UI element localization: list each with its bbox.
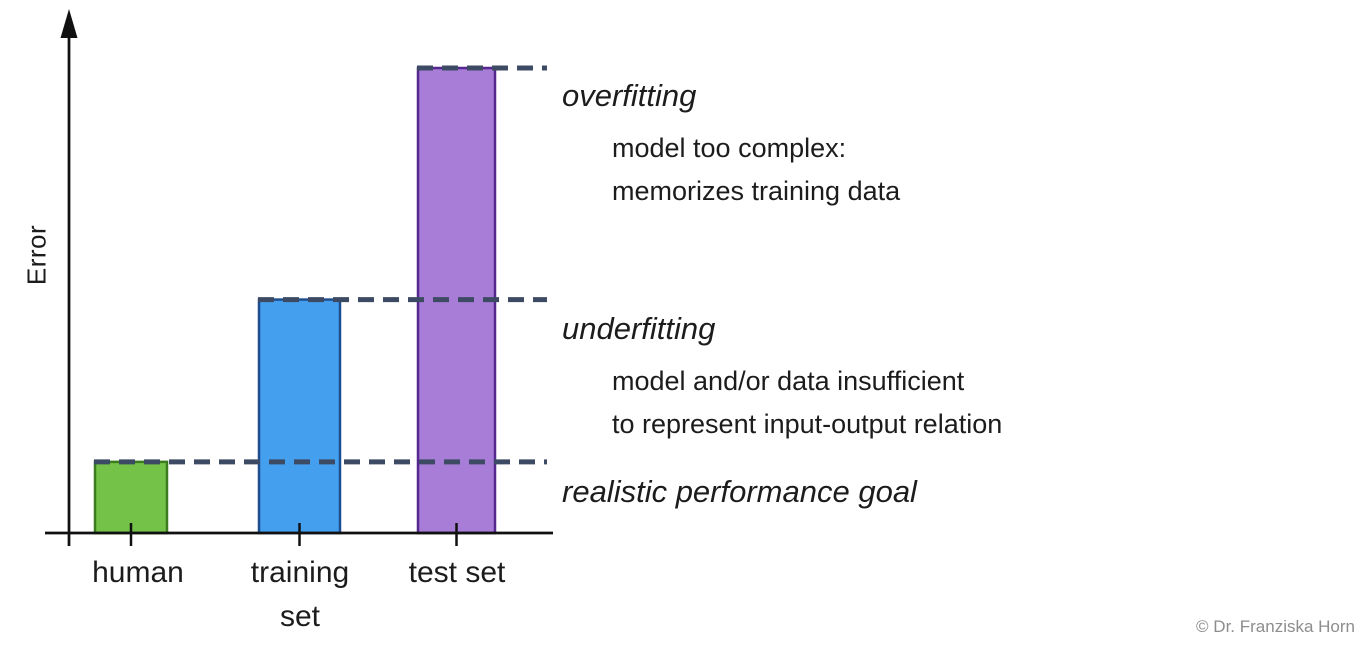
x-axis-label-human: human: [92, 556, 184, 589]
annotation-underfitting-title: underfitting: [562, 311, 716, 346]
annotation-overfitting-title: overfitting: [562, 78, 697, 113]
bar-human: [93, 460, 169, 535]
annotation-overfitting-line1: model too complex:: [612, 133, 847, 163]
annotation-underfitting-line1: model and/or data insufficient: [612, 366, 965, 396]
y-axis-arrowhead-icon: [60, 9, 78, 38]
annotation-underfitting-line2: to represent input-output relation: [612, 408, 1003, 439]
y-axis-label: Error: [21, 224, 52, 286]
x-ticks-group: [129, 523, 458, 546]
annotation-overfitting-body: model too complex: memorizes training da…: [612, 127, 900, 212]
annotation-realistic-goal-title: realistic performance goal: [562, 474, 917, 509]
copyright-credit: © Dr. Franziska Horn: [1196, 617, 1355, 636]
level-lines-group: [94, 65, 547, 465]
x-axis-label-training-set: training set: [250, 556, 350, 633]
annotation-overfitting-line2: memorizes training data: [612, 175, 901, 206]
annotation-underfitting-body: model and/or data insufficient to repres…: [612, 360, 1002, 445]
bar-training-set: [257, 298, 342, 535]
x-axis-label-test-set: test set: [408, 556, 506, 589]
